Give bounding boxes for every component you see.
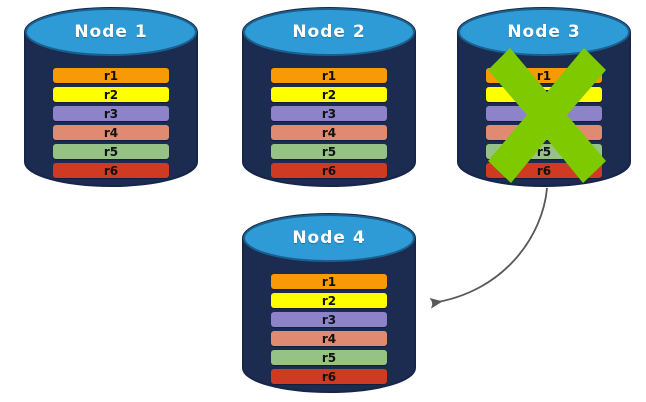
node-1-row-list: r1 r2 r3 r4 r5 r6: [25, 68, 197, 182]
cylinder-top: [458, 8, 630, 56]
row-r5[interactable]: r5: [486, 144, 602, 159]
row-r6[interactable]: r6: [486, 163, 602, 178]
cylinder-top: [25, 8, 197, 56]
row-r1[interactable]: r1: [271, 274, 387, 289]
row-r3[interactable]: r3: [53, 106, 169, 121]
row-r1[interactable]: r1: [486, 68, 602, 83]
row-r4[interactable]: r4: [53, 125, 169, 140]
row-r3[interactable]: r3: [271, 312, 387, 327]
failover-arrow: [429, 187, 548, 309]
cylinder-top: [243, 8, 415, 56]
row-r4[interactable]: r4: [271, 331, 387, 346]
node-4-row-list: r1 r2 r3 r4 r5 r6: [243, 274, 415, 388]
row-r2[interactable]: r2: [271, 87, 387, 102]
row-r2[interactable]: r2: [53, 87, 169, 102]
row-r3[interactable]: r3: [486, 106, 602, 121]
row-r1[interactable]: r1: [53, 68, 169, 83]
row-r2[interactable]: r2: [486, 87, 602, 102]
row-r1[interactable]: r1: [271, 68, 387, 83]
cylinder-top: [243, 214, 415, 262]
row-r5[interactable]: r5: [271, 144, 387, 159]
row-r4[interactable]: r4: [486, 125, 602, 140]
node-2-row-list: r1 r2 r3 r4 r5 r6: [243, 68, 415, 182]
node-3-row-list: r1 r2 r3 r4 r5 r6: [458, 68, 630, 182]
row-r5[interactable]: r5: [53, 144, 169, 159]
row-r5[interactable]: r5: [271, 350, 387, 365]
row-r6[interactable]: r6: [53, 163, 169, 178]
row-r4[interactable]: r4: [271, 125, 387, 140]
row-r6[interactable]: r6: [271, 369, 387, 384]
row-r6[interactable]: r6: [271, 163, 387, 178]
row-r2[interactable]: r2: [271, 293, 387, 308]
row-r3[interactable]: r3: [271, 106, 387, 121]
